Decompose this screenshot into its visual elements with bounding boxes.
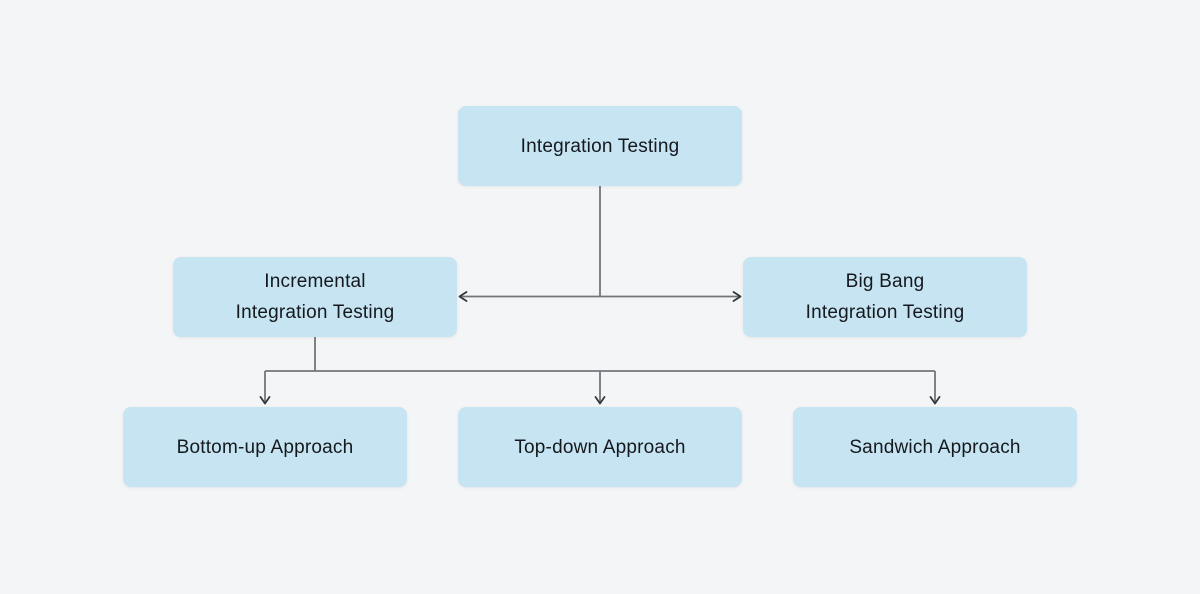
node-label: Sandwich Approach [849,436,1021,458]
node-label: Top-down Approach [514,436,686,458]
arrowhead-down-sandwich-icon [929,396,941,405]
node-label-line1: Big Bang [845,271,925,292]
node-integration-testing: Integration Testing [458,106,742,186]
node-label: Integration Testing [520,135,680,157]
node-big-bang-integration-testing: Big Bang Integration Testing [743,257,1027,337]
node-top-down-approach: Top-down Approach [458,407,742,487]
arrowhead-down-bottom-up-icon [259,396,271,405]
arrowhead-down-top-down-icon [594,396,606,405]
node-bottom-up-approach: Bottom-up Approach [123,407,407,487]
node-incremental-integration-testing: Incremental Integration Testing [173,257,457,337]
node-label-line2: Integration Testing [805,302,965,323]
arrowhead-right-icon [732,291,742,302]
node-label: Bottom-up Approach [176,436,354,458]
node-label-line1: Incremental [264,271,366,292]
arrowhead-left-icon [458,291,468,302]
node-sandwich-approach: Sandwich Approach [793,407,1077,487]
node-label-line2: Integration Testing [235,302,395,323]
